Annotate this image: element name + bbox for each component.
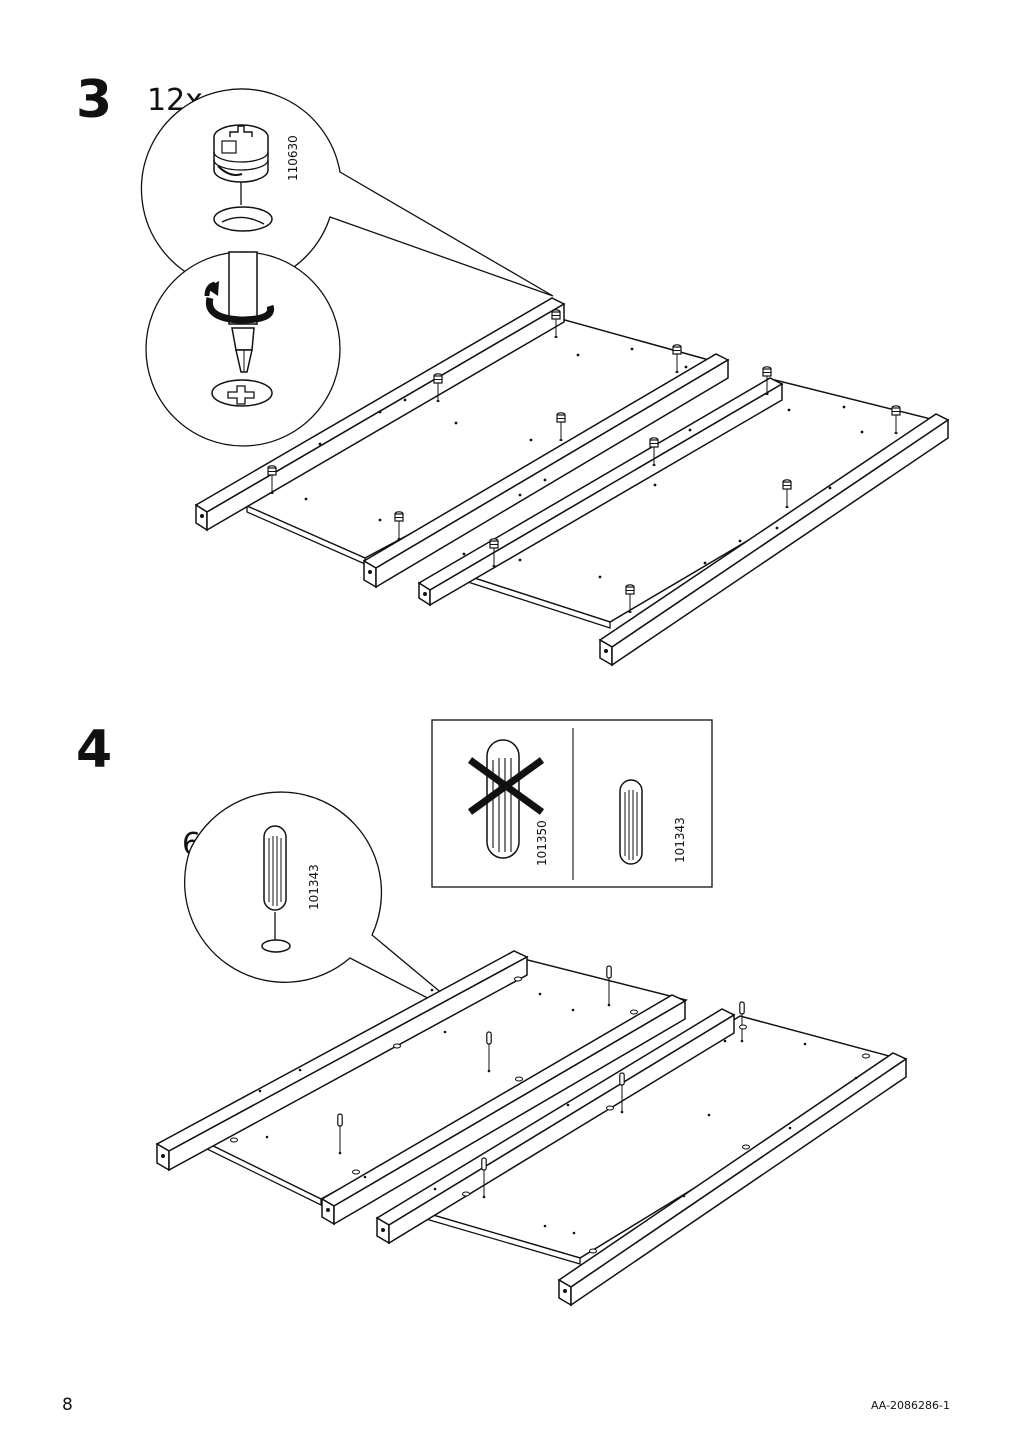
step-3-detail-cam-lock: 110630 xyxy=(140,88,554,447)
dowel-icon xyxy=(263,825,287,911)
step-3-part-code: 110630 xyxy=(286,135,300,181)
correct-dowel-icon xyxy=(619,779,643,865)
rotate-arrow-icon xyxy=(204,281,275,324)
document-code: AA-2086286-1 xyxy=(870,1399,950,1412)
correct-part-code: 101343 xyxy=(673,817,687,863)
step-3-number: 3 xyxy=(76,70,113,130)
step-3-frame-assembly xyxy=(194,297,950,667)
step-4-part-code: 101343 xyxy=(307,864,321,910)
cam-lock-icon xyxy=(213,124,269,183)
step-4-detail-dowel: 101343 xyxy=(183,791,481,1026)
page-number: 8 xyxy=(62,1395,73,1415)
step-4-frame-assembly xyxy=(155,950,908,1307)
do-not-use-cross-icon xyxy=(467,757,545,815)
step-4-dowel-comparison-box: 101350 101343 xyxy=(431,719,713,888)
step-4-number: 4 xyxy=(76,720,113,780)
screwdriver-icon xyxy=(228,251,258,373)
wrong-part-code: 101350 xyxy=(535,820,549,866)
